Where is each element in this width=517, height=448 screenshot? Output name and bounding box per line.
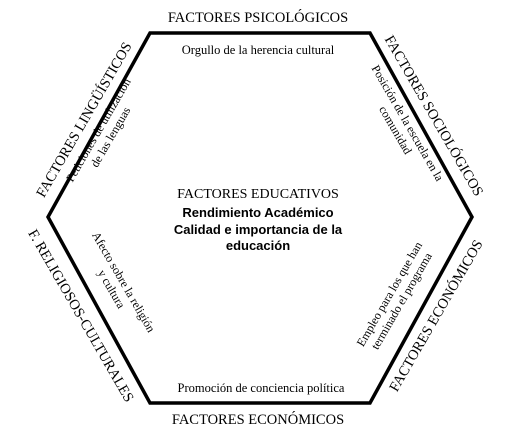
center-line-3: educación — [226, 238, 290, 253]
outer-label-top: FACTORES PSICOLÓGICOS — [168, 9, 348, 26]
inner-label-bottom: Promoción de conciencia política — [178, 381, 345, 395]
outer-label-lower-left: F. RELIGIOSOS-CULTURALES — [24, 227, 136, 405]
center-title: FACTORES EDUCATIVOS — [177, 187, 339, 202]
outer-label-bottom: FACTORES ECONÓMICOS — [172, 411, 344, 428]
inner-label-top: Orgullo de la herencia cultural — [182, 43, 335, 57]
center-line-2: Calidad e importancia de la — [174, 222, 343, 237]
hexagon-outline — [46, 31, 474, 405]
center-line-1: Rendimiento Académico — [182, 205, 333, 220]
